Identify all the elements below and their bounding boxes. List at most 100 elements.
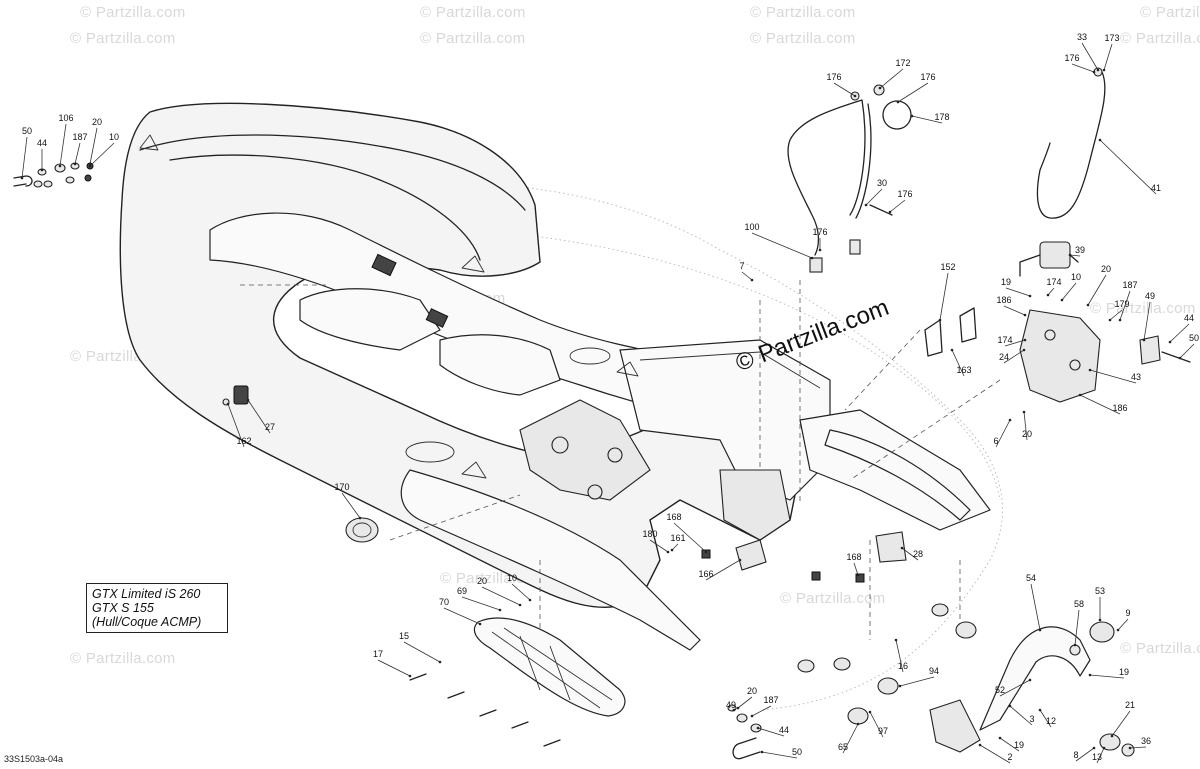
callout-187: 187 <box>72 132 88 142</box>
callout-152: 152 <box>940 262 956 272</box>
callout-10: 10 <box>108 132 120 142</box>
model-line-1: GTX Limited iS 260 <box>92 587 201 601</box>
vent-grille-70-inner <box>491 627 613 709</box>
leader-186 <box>1003 305 1026 316</box>
leader-dot-106 <box>58 164 62 168</box>
leader-dot-3 <box>1008 704 1012 708</box>
callout-2: 2 <box>1007 752 1013 762</box>
leader-44 <box>1169 323 1190 343</box>
watermark-text: © Partzilla.com <box>1120 640 1200 657</box>
leader-dot-39 <box>1068 253 1072 257</box>
callout-17: 17 <box>372 649 384 659</box>
leader-19 <box>1089 674 1125 679</box>
plate-49 <box>1139 335 1161 365</box>
leader-dash-5 <box>844 329 921 411</box>
leader-dot-163 <box>950 348 954 352</box>
leader-dot-176 <box>1092 70 1096 74</box>
leader-dot-44 <box>756 726 760 730</box>
leader-9 <box>1117 618 1129 631</box>
callout-7: 7 <box>739 261 745 271</box>
leader-dot-44 <box>40 168 44 172</box>
leader-dot-20 <box>88 162 92 166</box>
leader-106 <box>59 123 67 167</box>
grommet-y <box>833 657 851 671</box>
callout-176: 176 <box>897 189 913 199</box>
leader-10 <box>511 583 531 601</box>
leader-19 <box>1005 287 1031 297</box>
leader-3 <box>1009 705 1033 726</box>
leader-dot-100 <box>810 256 814 260</box>
hull-gunwale <box>139 134 526 211</box>
leader-dot-19 <box>1088 673 1092 677</box>
leader-dot-20 <box>736 706 740 710</box>
watermark-text: © Partzilla.com <box>1090 300 1196 317</box>
leader-dot-27 <box>246 398 250 402</box>
leader-dot-97 <box>868 710 872 714</box>
drain-assembly-21 <box>1099 733 1121 751</box>
callout-41: 41 <box>1150 183 1162 193</box>
callout-49: 49 <box>1144 291 1156 301</box>
bracket-43 <box>1019 309 1101 403</box>
leader-dot-28 <box>900 546 904 550</box>
engine-mount-3 <box>587 484 603 500</box>
leader-dot-20 <box>1022 410 1026 414</box>
leader-94 <box>899 676 935 687</box>
washer-44-lower <box>750 723 762 733</box>
washer-c <box>65 176 75 184</box>
screw-a <box>447 691 465 699</box>
component-39-leads <box>1019 254 1079 277</box>
washer-a <box>33 180 43 188</box>
callout-170: 170 <box>334 482 350 492</box>
leader-6 <box>995 419 1011 448</box>
callout-179: 179 <box>1114 299 1130 309</box>
leader-178 <box>911 115 943 124</box>
leader-dot-170 <box>358 516 362 520</box>
cupholder-1 <box>405 441 455 463</box>
model-line-2: GTX S 155 <box>92 601 154 615</box>
leader-17 <box>377 659 411 677</box>
mount-27 <box>233 385 249 405</box>
callout-97: 97 <box>877 726 889 736</box>
leader-dot-20 <box>1086 303 1090 307</box>
screw-17 <box>409 673 427 681</box>
deck-triangle-2 <box>461 255 485 273</box>
leader-10 <box>1061 282 1077 301</box>
leader-dot-33 <box>1096 68 1100 72</box>
leader-dot-43 <box>1088 368 1092 372</box>
leader-dot-20 <box>518 603 522 607</box>
leader-12 <box>1039 709 1052 728</box>
callout-24: 24 <box>998 352 1010 362</box>
leader-176 <box>833 82 856 97</box>
deck-triangle-4 <box>461 461 487 479</box>
watermark-text: © Partzilla.com <box>420 4 526 21</box>
leader-69 <box>461 596 501 611</box>
callout-15: 15 <box>398 631 410 641</box>
leader-70 <box>443 607 481 625</box>
callout-8: 8 <box>1073 750 1079 760</box>
leader-187 <box>1119 290 1131 321</box>
callout-21: 21 <box>1124 700 1136 710</box>
watermark-text: © Partzilla.com <box>80 4 186 21</box>
watermark-text: © Partzilla.com <box>70 650 176 667</box>
leader-dot-50 <box>20 176 24 180</box>
leader-dot-10 <box>1060 298 1064 302</box>
callout-3: 3 <box>1029 714 1035 724</box>
callout-44: 44 <box>36 138 48 148</box>
leader-43 <box>1089 369 1137 384</box>
leader-dot-7 <box>750 278 754 282</box>
cupholder-2 <box>569 347 611 365</box>
storage-bin-front <box>299 288 441 351</box>
leader-20 <box>481 586 521 606</box>
callout-168: 168 <box>846 552 862 562</box>
callout-44: 44 <box>778 725 790 735</box>
callout-44: 44 <box>1183 313 1195 323</box>
leader-172 <box>879 68 904 89</box>
leader-dash-6 <box>849 379 1001 481</box>
rear-deck-edge <box>639 351 821 389</box>
component-39 <box>1039 241 1071 269</box>
leader-8 <box>1075 747 1095 762</box>
callout-174: 174 <box>997 335 1013 345</box>
callout-161: 161 <box>670 533 686 543</box>
hull-outline-ghost <box>329 182 1003 711</box>
